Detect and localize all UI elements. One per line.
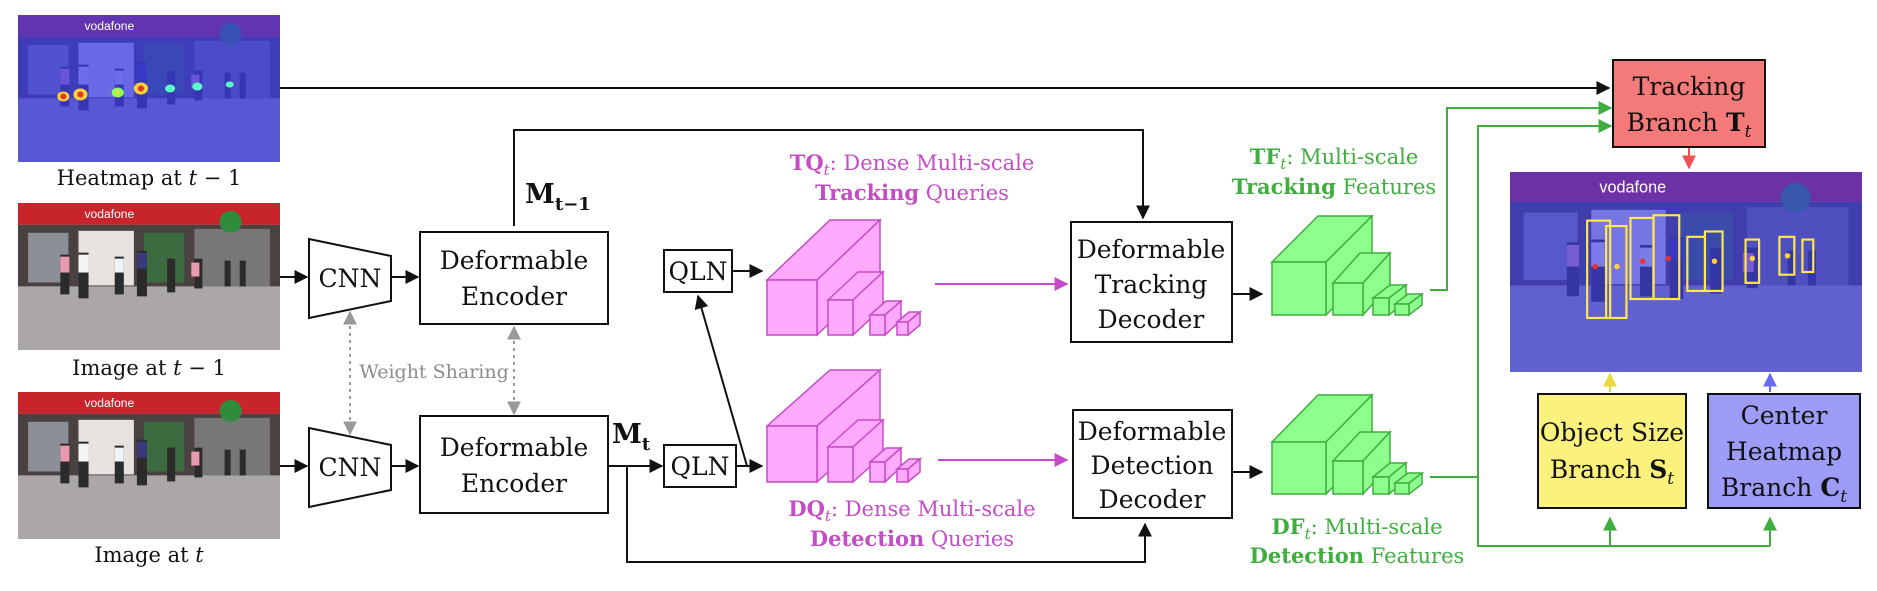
svg-text:CNN: CNN — [319, 264, 382, 293]
tracking-decoder: Deformable Tracking Decoder — [1070, 221, 1233, 343]
encoder-top: Deformable Encoder — [419, 231, 609, 325]
svg-text:Branch Ct: Branch Ct — [1721, 473, 1847, 507]
svg-text:Object Size: Object Size — [1540, 418, 1684, 447]
svg-text:vodafone: vodafone — [1599, 178, 1666, 196]
svg-text:Deformable: Deformable — [440, 433, 589, 462]
svg-text:Detection: Detection — [1091, 451, 1214, 480]
memory-cur-label: Mt — [612, 419, 651, 455]
tq-label-line2: Tracking Queries — [815, 180, 1009, 205]
svg-text:Branch Tt: Branch Tt — [1627, 108, 1752, 142]
output-image: vodafone — [1510, 172, 1862, 372]
qln-top: QLN — [663, 249, 733, 293]
dq-label-line1: DQt: Dense Multi-scale — [788, 496, 1035, 525]
arrow-tf-tracking-branch — [1430, 101, 1613, 291]
object-size-branch: Object Size Branch St — [1537, 393, 1687, 509]
tracking-branch: Tracking Branch Tt — [1612, 59, 1766, 148]
svg-text:QLN: QLN — [671, 452, 730, 481]
df-label-line2: Detection Features — [1250, 543, 1465, 568]
tf-label-line2: Tracking Features — [1232, 174, 1436, 199]
tq-label-line1: TQt: Dense Multi-scale — [790, 150, 1035, 179]
image-current: vodafone — [18, 392, 280, 539]
df-label-line1: DFt: Multi-scale — [1271, 514, 1442, 543]
cnn-top: CNN — [308, 237, 392, 320]
svg-text:QLN: QLN — [669, 257, 728, 286]
heatmap-prev-caption: Heatmap at t − 1 — [57, 166, 242, 190]
cnn-bottom: CNN — [308, 426, 392, 509]
arrow-memory-prev-tracking-decoder — [513, 129, 1150, 226]
encoder-bottom: Deformable Encoder — [419, 415, 609, 514]
tf-label-line1: TFt: Multi-scale — [1250, 144, 1419, 173]
heatmap-prev-image: vodafone — [18, 15, 280, 162]
svg-text:Deformable: Deformable — [440, 246, 589, 275]
image-current-caption: Image at t — [94, 543, 204, 567]
image-prev-caption: Image at t − 1 — [72, 356, 226, 380]
detection-queries-pyramid — [765, 368, 923, 484]
svg-text:Branch St: Branch St — [1550, 455, 1674, 489]
svg-text:Heatmap: Heatmap — [1726, 437, 1842, 466]
svg-text:Encoder: Encoder — [461, 469, 567, 498]
svg-text:Decoder: Decoder — [1098, 305, 1205, 334]
df-bus-line — [1477, 477, 1770, 547]
arrow-df-tracking-branch — [1430, 119, 1613, 478]
dq-label-line2: Detection Queries — [810, 526, 1014, 551]
tracking-features-pyramid — [1270, 214, 1425, 317]
image-prev: vodafone — [18, 203, 280, 350]
svg-text:Encoder: Encoder — [461, 282, 567, 311]
center-heatmap-branch: Center Heatmap Branch Ct — [1707, 393, 1861, 509]
svg-text:CNN: CNN — [319, 453, 382, 482]
svg-text:vodafone: vodafone — [85, 19, 135, 33]
svg-text:Tracking: Tracking — [1095, 270, 1208, 299]
svg-text:vodafone: vodafone — [85, 207, 135, 221]
detection-decoder: Deformable Detection Decoder — [1072, 409, 1233, 519]
svg-text:vodafone: vodafone — [85, 396, 135, 410]
arrow-qln-bottom-qln-top — [694, 294, 748, 467]
svg-text:Decoder: Decoder — [1099, 485, 1206, 514]
svg-text:Deformable: Deformable — [1078, 417, 1227, 446]
qln-bottom: QLN — [663, 444, 737, 488]
svg-text:Tracking: Tracking — [1633, 72, 1746, 101]
tracking-queries-pyramid — [765, 218, 923, 337]
svg-text:Center: Center — [1741, 401, 1828, 430]
memory-prev-label: Mt−1 — [525, 179, 591, 215]
svg-text:Deformable: Deformable — [1077, 235, 1226, 264]
detection-features-pyramid — [1270, 393, 1425, 496]
arrow-memory-cur-detection-decoder — [626, 466, 1152, 563]
weight-sharing-label: Weight Sharing — [359, 361, 509, 383]
